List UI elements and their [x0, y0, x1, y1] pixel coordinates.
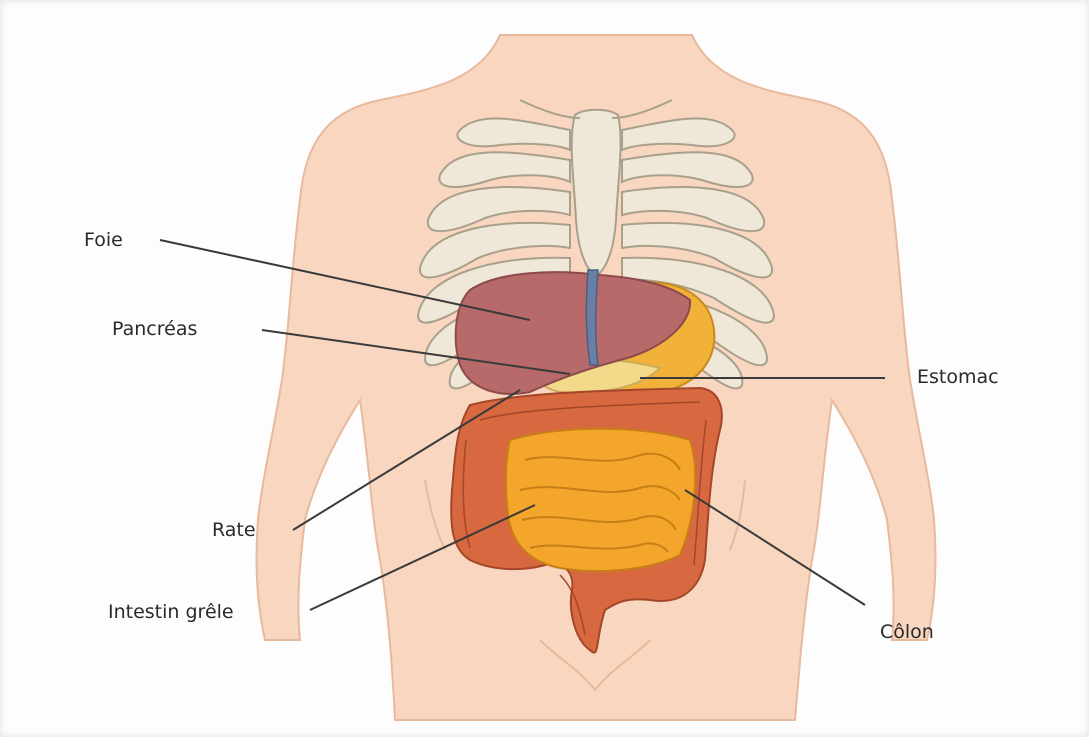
- label-foie: Foie: [84, 229, 123, 251]
- label-intestin-grele: Intestin grêle: [108, 601, 234, 623]
- vessel-shape: [586, 270, 598, 365]
- label-estomac: Estomac: [917, 366, 999, 388]
- label-colon: Côlon: [880, 621, 934, 643]
- label-pancreas: Pancréas: [112, 318, 197, 340]
- label-rate: Rate: [212, 519, 256, 541]
